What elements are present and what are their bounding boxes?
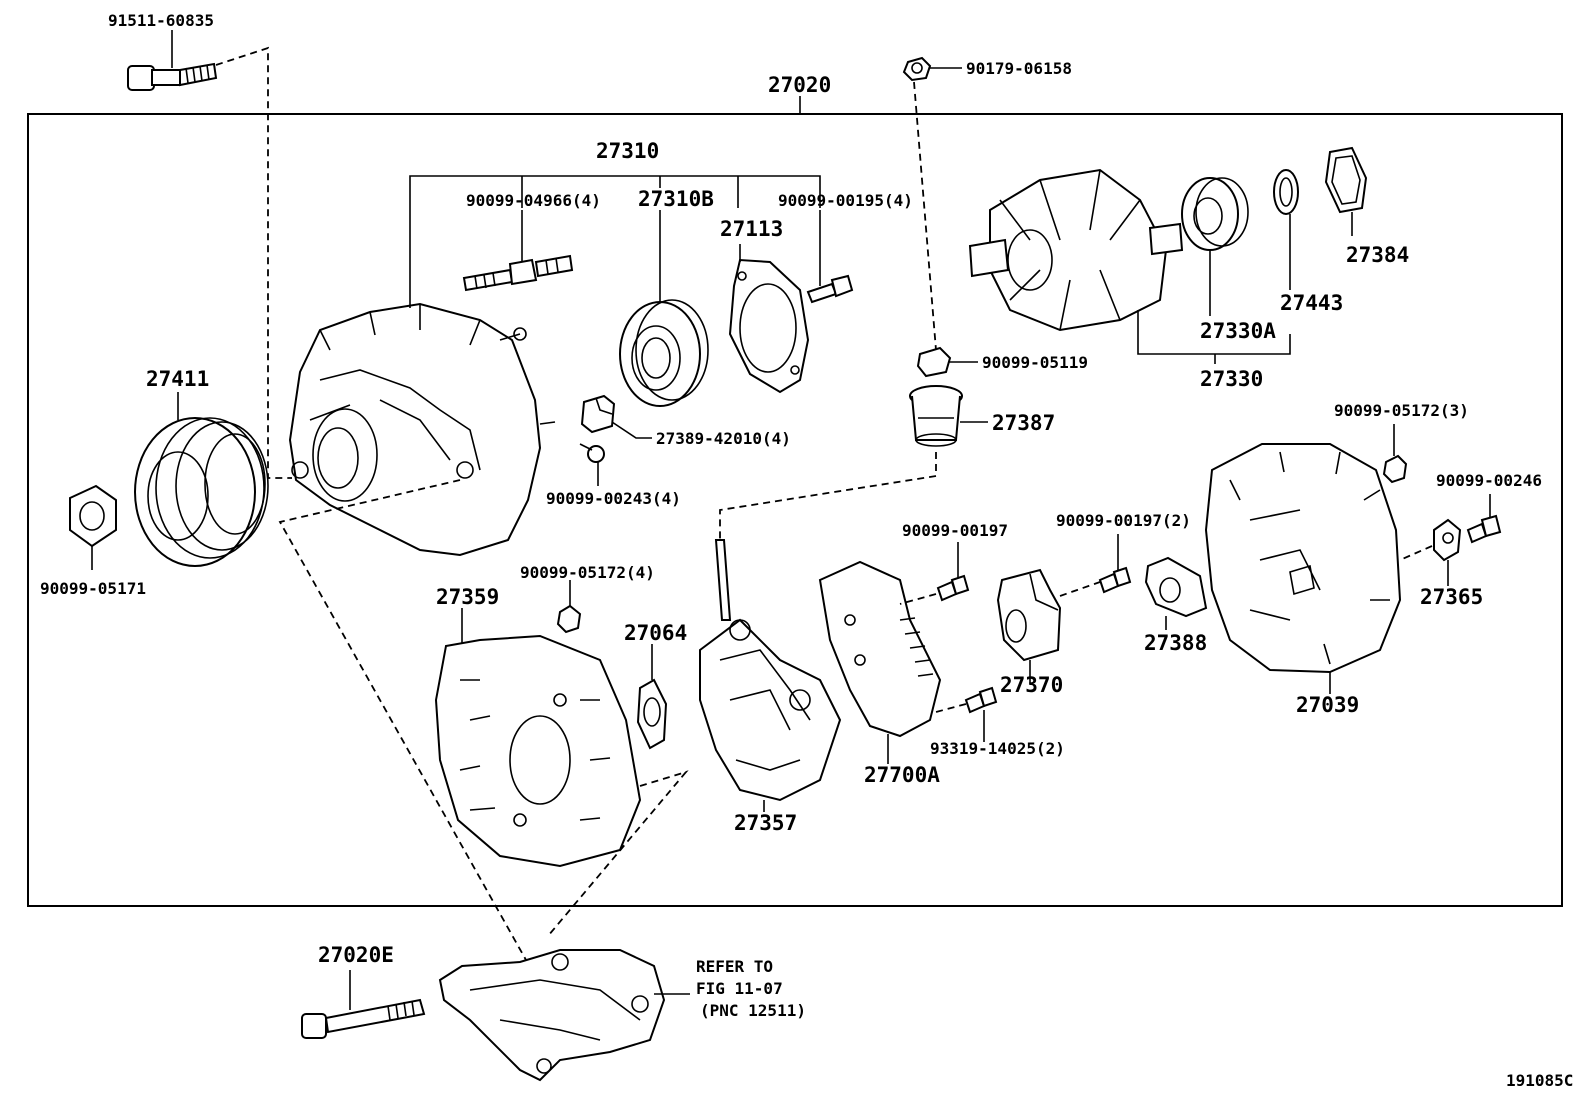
label-90099-00246: 90099-00246	[1436, 471, 1542, 490]
label-27389-42010: 27389-42010(4)	[656, 429, 791, 448]
label-91511-60835: 91511-60835	[108, 11, 214, 30]
bolt-91511-60835[interactable]	[127, 62, 218, 91]
dash-terminal	[1399, 545, 1433, 561]
label-27113: 27113	[720, 217, 783, 241]
label-27359: 27359	[436, 585, 499, 609]
nut-90099-05172-3[interactable]	[1382, 454, 1408, 484]
label-27384: 27384	[1346, 243, 1409, 267]
label-27310: 27310	[596, 139, 659, 163]
rectifier-27357[interactable]	[699, 539, 842, 802]
label-27330A: 27330A	[1200, 319, 1276, 343]
label-27020E: 27020E	[318, 943, 394, 967]
dash-nut-top	[913, 81, 937, 351]
dash-insulator-to-holder	[719, 452, 937, 540]
label-90099-04966: 90099-04966(4)	[466, 191, 601, 210]
label-90099-05172-3: 90099-05172(3)	[1334, 401, 1469, 420]
label-90099-00197: 90099-00197	[902, 521, 1008, 540]
label-27357: 27357	[734, 811, 797, 835]
label-90099-00243: 90099-00243(4)	[546, 489, 681, 508]
label-90099-05172-4: 90099-05172(4)	[520, 563, 655, 582]
label-27039: 27039	[1296, 693, 1359, 717]
retainer-27113[interactable]	[728, 258, 810, 394]
bearing-27310B[interactable]	[619, 299, 709, 407]
screw-90099-00195[interactable]	[806, 274, 854, 304]
dash-screw-00197	[899, 593, 937, 605]
rotor-27330[interactable]	[968, 168, 1184, 332]
label-27370: 27370	[1000, 673, 1063, 697]
dash-frame-to-bracket	[278, 479, 527, 961]
screw-90099-00197[interactable]	[936, 574, 970, 602]
label-93319-14025: 93319-14025(2)	[930, 739, 1065, 758]
label-90179-06158: 90179-06158	[966, 59, 1072, 78]
bracket-27310	[409, 175, 821, 308]
screw-93319-14025[interactable]	[964, 686, 998, 714]
ring-27443[interactable]	[1273, 169, 1299, 215]
stud-90099-04966[interactable]	[462, 254, 574, 292]
label-refer-to: REFER TO	[696, 957, 773, 976]
label-27365: 27365	[1420, 585, 1483, 609]
label-27443: 27443	[1280, 291, 1343, 315]
label-90099-05171: 90099-05171	[40, 579, 146, 598]
bearing-27330A[interactable]	[1181, 177, 1249, 251]
bolt-27020E[interactable]	[301, 998, 426, 1039]
screw-90099-00243[interactable]	[579, 443, 605, 463]
label-pnc-12511: (PNC 12511)	[700, 1001, 806, 1020]
diagram-id: 191085C	[1506, 1071, 1573, 1090]
label-90099-00197-2: 90099-00197(2)	[1056, 511, 1191, 530]
bracket-27330	[1137, 310, 1291, 355]
nut-90099-05172-4[interactable]	[556, 604, 582, 634]
dash-holder	[1059, 581, 1101, 597]
cover-27388[interactable]	[1144, 556, 1208, 618]
rear-frame-27359[interactable]	[434, 634, 642, 868]
label-27310B: 27310B	[638, 187, 714, 211]
dash-rear-frame	[547, 770, 689, 937]
pulley-27411[interactable]	[134, 417, 269, 567]
label-fig-11-07: FIG 11-07	[696, 979, 783, 998]
label-27387: 27387	[992, 411, 1055, 435]
screw-90099-00197-2[interactable]	[1098, 566, 1132, 594]
screw-90099-00246[interactable]	[1466, 514, 1502, 544]
label-90099-00195: 90099-00195(4)	[778, 191, 913, 210]
label-27700A: 27700A	[864, 763, 940, 787]
label-27411: 27411	[146, 367, 209, 391]
terminal-27365[interactable]	[1433, 518, 1462, 562]
nut-90179-06158[interactable]	[902, 56, 932, 82]
label-90099-05119: 90099-05119	[982, 353, 1088, 372]
dash-bolt-top	[215, 46, 292, 479]
assembly-frame-27020	[27, 113, 1563, 907]
leader-27389-42010	[611, 421, 652, 439]
dash-screw-14025	[935, 703, 967, 713]
insulator-27389-42010[interactable]	[580, 394, 616, 434]
label-27388: 27388	[1144, 631, 1207, 655]
rear-cover-27039[interactable]	[1204, 443, 1402, 674]
label-27064: 27064	[624, 621, 687, 645]
bracket-27310-tick-a	[521, 176, 739, 208]
brush-holder-27370[interactable]	[996, 568, 1062, 662]
regulator-27700A[interactable]	[818, 560, 942, 738]
drive-end-frame-27310[interactable]	[288, 302, 556, 557]
nut-90099-05171[interactable]	[69, 484, 117, 548]
washer-27064[interactable]	[636, 678, 668, 750]
nut-90099-05119[interactable]	[916, 346, 952, 378]
label-27330: 27330	[1200, 367, 1263, 391]
cover-27384[interactable]	[1324, 146, 1368, 214]
label-27020: 27020	[768, 73, 831, 97]
bracket-pnc-12511[interactable]	[438, 949, 666, 1082]
insulator-27387[interactable]	[909, 385, 963, 447]
